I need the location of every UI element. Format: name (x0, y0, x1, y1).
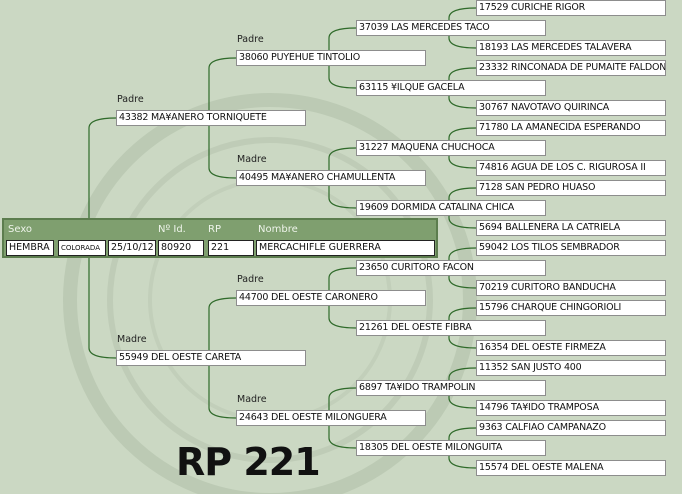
connector-line (448, 247, 477, 268)
ancestor-gen4-6[interactable]: 74816 AGUA DE LOS C. RIGUROSA II (476, 160, 666, 176)
sex-header: Sexo (8, 224, 33, 235)
connector-line (88, 238, 117, 359)
name-field[interactable]: MERCACHIFLE GUERRERA (256, 240, 435, 256)
connector-line (448, 187, 477, 208)
ancestor-gen3-4[interactable]: 19609 DORMIDA CATALINA CHICA (356, 200, 546, 216)
ancestor-gen4-14[interactable]: 14796 TA¥IDO TRAMPOSA (476, 400, 666, 416)
name-header: Nombre (258, 224, 298, 235)
color-field[interactable]: COLORADA (58, 240, 106, 256)
connector-line (448, 307, 477, 328)
sire-label: Padre (117, 94, 144, 105)
ancestor-gen4-1[interactable]: 17529 CURICHE RIGOR (476, 0, 666, 16)
connector-line (448, 208, 477, 229)
dam-label: Madre (237, 394, 267, 405)
sire-label: Padre (237, 274, 264, 285)
connector-line (448, 367, 477, 388)
connector-line (448, 88, 477, 109)
dam-label: Madre (117, 334, 147, 345)
ancestor-gen3-8[interactable]: 18305 DEL OESTE MILONGUITA (356, 440, 546, 456)
ancestor-gen3-7[interactable]: 6897 TA¥IDO TRAMPOLIN (356, 380, 546, 396)
connector-line (448, 448, 477, 469)
connector-line (448, 328, 477, 349)
ancestor-gen3-6[interactable]: 21261 DEL OESTE FIBRA (356, 320, 546, 336)
ancestor-gen2-4[interactable]: 24643 DEL OESTE MILONGUERA (236, 410, 426, 426)
connector-line (328, 267, 357, 298)
id-header: Nº Id. (158, 224, 186, 235)
ancestor-gen4-4[interactable]: 30767 NAVOTAVO QUIRINCA (476, 100, 666, 116)
connector-line (328, 418, 357, 449)
ancestor-gen4-11[interactable]: 15796 CHARQUE CHINGORIOLI (476, 300, 666, 316)
connector-line (328, 387, 357, 418)
birth-date-field[interactable]: 25/10/12 (108, 240, 156, 256)
ancestor-gen4-5[interactable]: 71780 LA AMANECIDA ESPERANDO (476, 120, 666, 136)
connector-line (208, 118, 237, 179)
connector-line (208, 57, 237, 118)
ancestor-gen3-3[interactable]: 31227 MAQUENA CHUCHOCA (356, 140, 546, 156)
connector-line (328, 298, 357, 329)
connector-line (448, 388, 477, 409)
connector-line (88, 117, 117, 238)
ancestor-gen4-13[interactable]: 11352 SAN JUSTO 400 (476, 360, 666, 376)
rp-header: RP (208, 224, 221, 235)
connector-line (448, 28, 477, 49)
connector-line (448, 127, 477, 148)
connector-line (448, 67, 477, 88)
connector-line (448, 427, 477, 448)
subject-panel: Sexo Nº Id. RP Nombre HEMBRA COLORADA 25… (2, 218, 438, 258)
connector-line (328, 27, 357, 58)
ancestor-gen4-10[interactable]: 70219 CURITORO BANDUCHA (476, 280, 666, 296)
ancestor-gen4-16[interactable]: 15574 DEL OESTE MALENA (476, 460, 666, 476)
connector-line (448, 7, 477, 28)
ancestor-gen4-2[interactable]: 18193 LAS MERCEDES TALAVERA (476, 40, 666, 56)
ancestor-gen3-5[interactable]: 23650 CURITORO FACON (356, 260, 546, 276)
ancestor-gen2-1[interactable]: 38060 PUYEHUE TINTOLIO (236, 50, 426, 66)
sex-field[interactable]: HEMBRA (6, 240, 54, 256)
ancestor-gen3-1[interactable]: 37039 LAS MERCEDES TACO (356, 20, 546, 36)
ancestor-gen1-1[interactable]: 43382 MA¥ANERO TORNIQUETE (116, 110, 306, 126)
connector-line (208, 297, 237, 358)
ancestor-gen2-3[interactable]: 44700 DEL OESTE CARONERO (236, 290, 426, 306)
dam-label: Madre (237, 154, 267, 165)
rp-title: RP 221 (176, 440, 321, 484)
connector-line (328, 58, 357, 89)
id-field[interactable]: 80920 (158, 240, 204, 256)
ancestor-gen4-8[interactable]: 5694 BALLENERA LA CATRIELA (476, 220, 666, 236)
ancestor-gen4-12[interactable]: 16354 DEL OESTE FIRMEZA (476, 340, 666, 356)
ancestor-gen4-7[interactable]: 7128 SAN PEDRO HUASO (476, 180, 666, 196)
ancestor-gen1-2[interactable]: 55949 DEL OESTE CARETA (116, 350, 306, 366)
ancestor-gen4-3[interactable]: 23332 RINCONADA DE PUMAITE FALDON (476, 60, 666, 76)
connector-line (448, 148, 477, 169)
connector-line (328, 178, 357, 209)
sire-label: Padre (237, 34, 264, 45)
connector-line (328, 147, 357, 178)
rp-field[interactable]: 221 (208, 240, 254, 256)
connector-line (208, 358, 237, 419)
connector-line (448, 268, 477, 289)
ancestor-gen2-2[interactable]: 40495 MA¥ANERO CHAMULLENTA (236, 170, 426, 186)
ancestor-gen4-15[interactable]: 9363 CALFIAO CAMPANAZO (476, 420, 666, 436)
ancestor-gen3-2[interactable]: 63115 ¥ILQUE GACELA (356, 80, 546, 96)
ancestor-gen4-9[interactable]: 59042 LOS TILOS SEMBRADOR (476, 240, 666, 256)
